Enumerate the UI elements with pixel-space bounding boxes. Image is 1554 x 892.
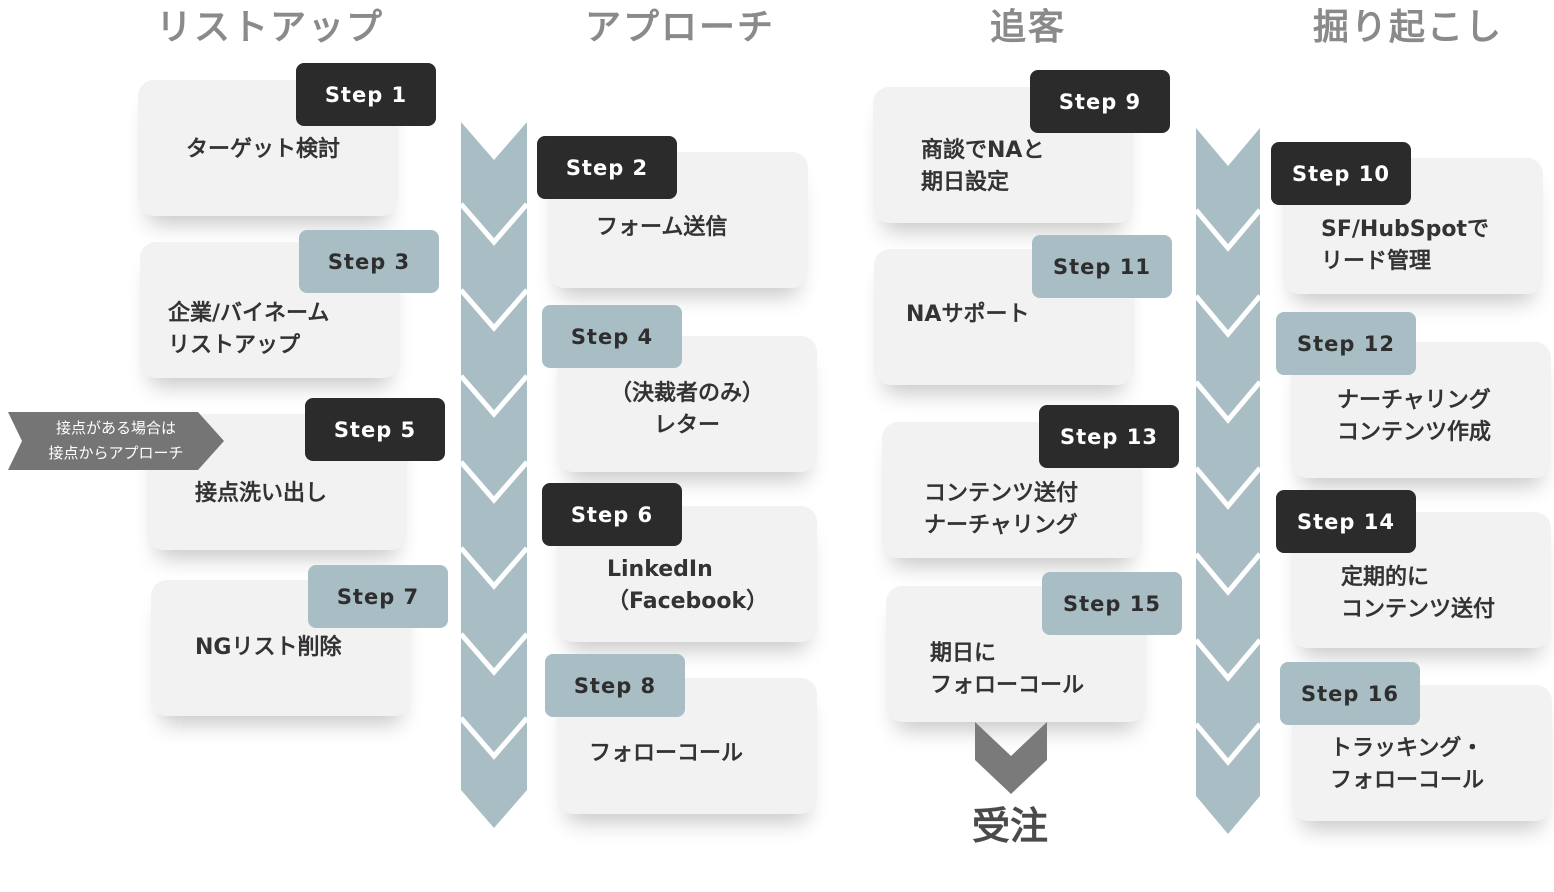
step-badge-4: Step 4	[542, 305, 682, 368]
flow-arrow-column-2	[1196, 128, 1260, 834]
step-text-12: ナーチャリング コンテンツ作成	[1337, 388, 1492, 445]
step-badge-7: Step 7	[308, 565, 448, 628]
step-badge-10: Step 10	[1271, 142, 1411, 205]
column-title-follow: 追客	[989, 7, 1066, 48]
step-text-3: 企業/バイネーム リストアップ	[168, 301, 330, 358]
column-title-dig: 掘り起こし	[1312, 7, 1503, 48]
step-text-15: 期日に フォローコール	[930, 641, 1085, 698]
flow-arrow-column-1	[461, 122, 527, 828]
step-text-2: フォーム送信	[596, 215, 728, 240]
step-text-8: フォローコール	[589, 741, 744, 766]
step-badge-5: Step 5	[305, 398, 445, 461]
step-text-13: コンテンツ送付 ナーチャリング	[924, 481, 1079, 538]
step-badge-3: Step 3	[299, 230, 439, 293]
step-text-6: LinkedIn （Facebook）	[607, 557, 769, 614]
column-title-listup: リストアップ	[155, 7, 384, 48]
step-badge-15: Step 15	[1042, 572, 1182, 635]
step-text-11: NAサポート	[906, 302, 1030, 327]
step-badge-6: Step 6	[542, 483, 682, 546]
column-title-approach: アプローチ	[584, 7, 775, 48]
step-badge-14: Step 14	[1276, 490, 1416, 553]
step-text-16: トラッキング・ フォローコール	[1330, 736, 1485, 793]
step-text-5: 接点洗い出し	[195, 481, 328, 506]
result-arrow	[975, 722, 1047, 794]
step-text-14: 定期的に コンテンツ送付	[1341, 565, 1496, 622]
step-badge-1: Step 1	[296, 63, 436, 126]
step-badge-11: Step 11	[1032, 235, 1172, 298]
step-text-7: NGリスト削除	[195, 635, 342, 660]
step-card-3: 企業/バイネーム リストアップ	[140, 242, 400, 378]
note-arrow-shape	[8, 412, 224, 470]
result-label: 受注	[971, 804, 1048, 848]
step-badge-12: Step 12	[1276, 312, 1416, 375]
step-badge-8: Step 8	[545, 654, 685, 717]
step-text-1: ターゲット検討	[186, 137, 341, 162]
step-text-4: （決裁者のみ） レター	[609, 381, 764, 438]
step-badge-9: Step 9	[1030, 70, 1170, 133]
step-badge-13: Step 13	[1039, 405, 1179, 468]
contact-note-text: 接点がある場合は 接点からアプローチ	[48, 419, 184, 462]
step-text-10: SF/HubSpotで リード管理	[1321, 217, 1489, 274]
step-badge-2: Step 2	[537, 136, 677, 199]
contact-note: 接点がある場合は 接点からアプローチ	[8, 412, 224, 470]
step-text-9: 商談でNAと 期日設定	[921, 138, 1045, 195]
step-badge-16: Step 16	[1280, 662, 1420, 725]
step-card-16: トラッキング・ フォローコール	[1292, 685, 1552, 821]
